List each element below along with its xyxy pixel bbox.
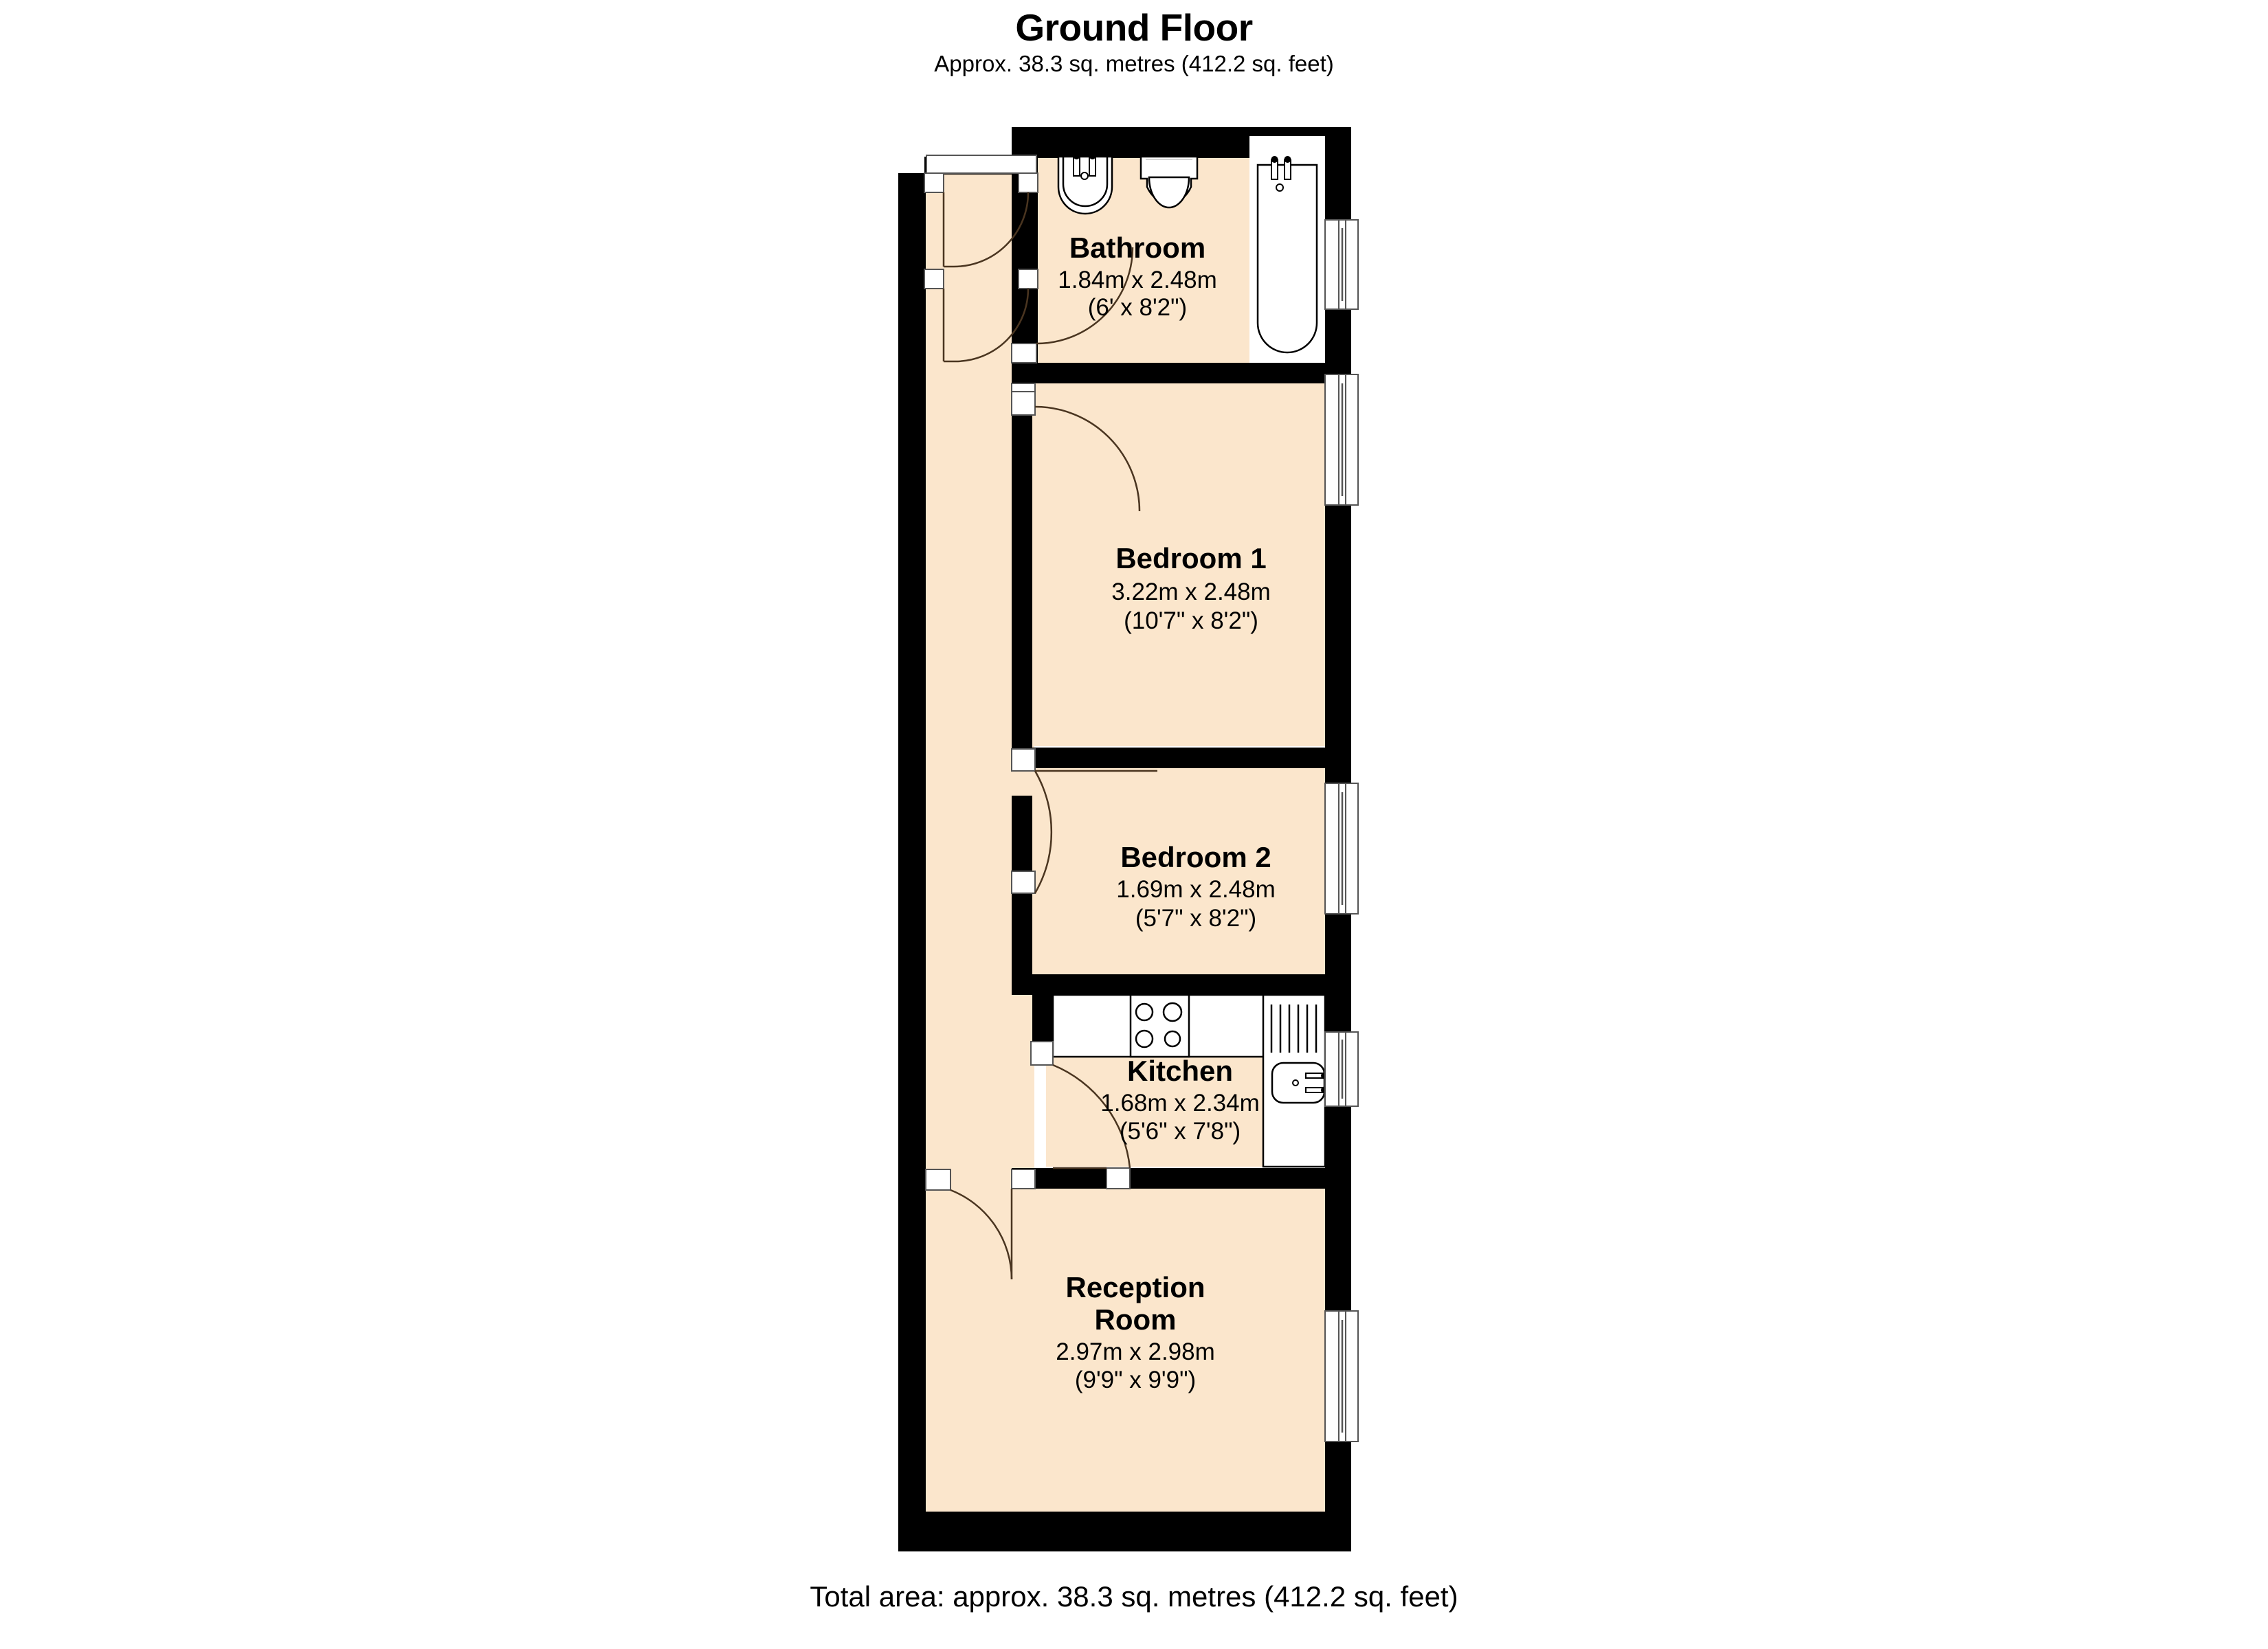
room-label-reception-room: Reception Room 2.97m x 2.98m (9'9" x 9'9… — [1056, 1271, 1215, 1393]
wall-right-bedroom-2 — [1325, 914, 1351, 1032]
door-kitchen-icon — [1030, 1041, 1131, 1189]
window-kitchen-icon — [1324, 1031, 1359, 1107]
wall-kitchen-left — [1032, 974, 1053, 1050]
reception-room-name-line2: Room — [1095, 1303, 1177, 1336]
kitchen-fixtures — [1052, 994, 1328, 1168]
bathtub-icon — [1256, 156, 1318, 354]
kitchen-dim-imperial: (5'6" x 7'8") — [1120, 1118, 1241, 1145]
door-bathroom-icon — [1011, 247, 1134, 363]
wall-left — [898, 173, 926, 1512]
toilet-icon — [1139, 155, 1199, 209]
wall-bedroom-2-left — [1012, 796, 1032, 995]
drainer-icon — [1270, 1005, 1318, 1053]
door-bedroom-1-icon — [1011, 383, 1141, 512]
doors — [924, 155, 1157, 1280]
bedroom-2-name: Bedroom 2 — [1120, 841, 1271, 873]
hob-icon — [1129, 994, 1190, 1058]
reception-room-floor — [924, 1189, 1325, 1512]
wall-right-bathroom-lower — [1325, 309, 1351, 378]
room-labels: Bathroom 1.84m x 2.48m (6' x 8'2") Bedro… — [1056, 232, 1276, 1393]
bedroom-2-dim-metric: 1.69m x 2.48m — [1116, 876, 1276, 903]
room-label-bedroom-1: Bedroom 1 3.22m x 2.48m (10'7" x 8'2") — [1111, 542, 1271, 634]
reception-room-dim-imperial: (9'9" x 9'9") — [1075, 1367, 1196, 1393]
door-entrance-outer-icon — [924, 155, 1038, 268]
bathroom-fixtures — [1057, 136, 1325, 363]
reception-room-dim-metric: 2.97m x 2.98m — [1056, 1338, 1215, 1365]
bedroom-1-floor — [1012, 382, 1325, 746]
windows — [1324, 219, 1359, 1442]
total-area-text: Total area: approx. 38.3 sq. metres (412… — [810, 1580, 1458, 1613]
bedroom-2-dim-imperial: (5'7" x 8'2") — [1135, 905, 1256, 932]
wall-bathroom-bedroom-1 — [1012, 363, 1325, 383]
page-title: Ground Floor — [1015, 6, 1253, 49]
window-reception-icon — [1324, 1310, 1359, 1442]
wall-right-bathroom-upper — [1325, 127, 1351, 237]
bathroom-dim-imperial: (6' x 8'2") — [1088, 294, 1187, 321]
sink-icon — [1271, 1062, 1328, 1104]
room-label-bathroom: Bathroom 1.84m x 2.48m (6' x 8'2") — [1058, 232, 1217, 321]
bedroom-1-name: Bedroom 1 — [1115, 542, 1266, 574]
bedroom-1-dim-metric: 3.22m x 2.48m — [1111, 579, 1271, 605]
door-entrance-inner-icon — [924, 269, 1038, 363]
wall-bedroom-1-left — [1012, 412, 1032, 749]
wall-bottom — [898, 1512, 1351, 1551]
window-bedroom-2-icon — [1324, 783, 1359, 915]
room-label-bedroom-2: Bedroom 2 1.69m x 2.48m (5'7" x 8'2") — [1116, 841, 1276, 932]
wall-bedroom-2-kitchen — [1032, 974, 1325, 995]
wall-bedroom-1-bedroom-2 — [1012, 748, 1325, 768]
wall-kitchen-reception — [1012, 1168, 1325, 1189]
room-label-kitchen: Kitchen 1.68m x 2.34m (5'6" x 7'8") — [1100, 1055, 1260, 1145]
approx-area-text: Approx. 38.3 sq. metres (412.2 sq. feet) — [934, 51, 1334, 76]
wash-basin-icon — [1057, 153, 1113, 215]
door-reception-icon — [925, 1169, 1036, 1280]
window-bathroom-icon — [1324, 219, 1359, 310]
bathroom-name: Bathroom — [1069, 232, 1205, 264]
kitchen-name: Kitchen — [1127, 1055, 1233, 1087]
reception-room-name: Reception — [1065, 1271, 1205, 1303]
window-bedroom-1-icon — [1324, 374, 1359, 506]
door-bedroom-2-icon — [1011, 748, 1157, 894]
wall-right-kitchen — [1325, 1106, 1351, 1311]
wall-right-bedroom-1 — [1325, 505, 1351, 783]
bathroom-dim-metric: 1.84m x 2.48m — [1058, 267, 1217, 293]
kitchen-dim-metric: 1.68m x 2.34m — [1100, 1090, 1260, 1117]
outer-walls — [898, 127, 1351, 1551]
bedroom-1-dim-imperial: (10'7" x 8'2") — [1124, 607, 1258, 634]
bedroom-2-floor — [1012, 768, 1325, 974]
